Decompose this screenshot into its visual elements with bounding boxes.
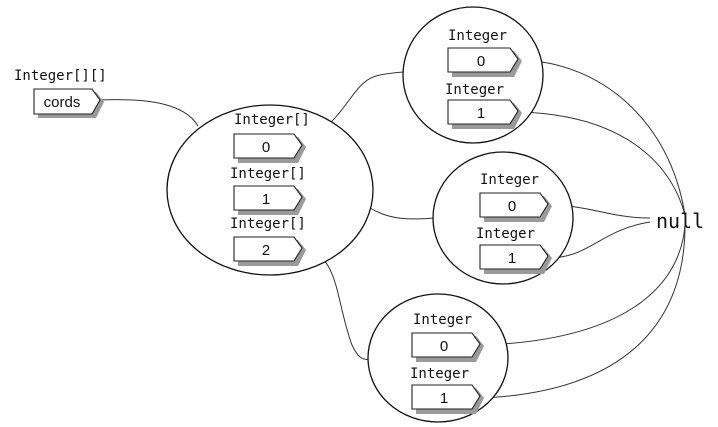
inner-array-1: Integer 0 Integer 1 [432, 151, 574, 285]
inner-2-slot-1-type: Integer [410, 366, 469, 382]
inner-1-slot-1-type: Integer [476, 226, 535, 242]
inner-0-slot-0-tag [447, 47, 519, 73]
outer-slot-0-type: Integer[] [234, 112, 310, 128]
connector-inner-1-1-to-null [547, 221, 651, 259]
inner-2-slot-0-value: 0 [440, 338, 448, 355]
root-type-label: Integer[][] [14, 68, 107, 84]
inner-0-slot-1-value: 1 [477, 105, 485, 122]
outer-slot-2-type: Integer[] [230, 216, 306, 232]
cords-variable-tag [33, 88, 101, 115]
inner-1-slot-1-value: 1 [508, 250, 516, 267]
cords-variable-label: cords [44, 94, 81, 111]
outer-slot-1-type: Integer[] [230, 166, 306, 182]
inner-0-slot-1-tag [447, 99, 519, 125]
outer-slot-2-value: 2 [262, 242, 270, 259]
connector-cords-to-outer [99, 99, 199, 127]
inner-1-slot-1-tag [479, 244, 549, 270]
inner-2-slot-0-tag [411, 332, 481, 358]
inner-2-slot-1-value: 1 [440, 390, 448, 407]
inner-array-2: Integer 0 Integer 1 [367, 293, 509, 423]
inner-0-slot-0-type: Integer [448, 28, 507, 44]
connector-inner-2-0-to-null [483, 224, 686, 346]
inner-2-slot-1-tag [411, 384, 481, 410]
connector-inner-0-1-to-null [519, 111, 686, 216]
inner-array-0: Integer 0 Integer 1 [402, 6, 544, 144]
outer-slot-2-tag [233, 236, 303, 262]
inner-1-slot-0-type: Integer [480, 172, 539, 188]
root-variable: Integer[][] cords [14, 68, 107, 118]
outer-slot-1-tag [233, 185, 303, 211]
null-label: null [656, 209, 704, 233]
connector-inner-0-0-to-null [519, 59, 686, 216]
outer-array: Integer[] 0 Integer[] 1 Integer[] 2 [166, 104, 374, 276]
inner-0-slot-1-type: Integer [445, 82, 504, 98]
inner-1-slot-0-value: 0 [508, 198, 516, 215]
outer-slot-0-tag [233, 133, 303, 159]
outer-slot-1-value: 1 [262, 191, 270, 208]
inner-1-slot-0-tag [479, 192, 549, 218]
outer-slot-0-value: 0 [262, 139, 270, 156]
inner-0-slot-0-value: 0 [477, 53, 485, 70]
inner-2-slot-0-type: Integer [413, 312, 472, 328]
connector-inner-2-1-to-null [483, 224, 686, 399]
